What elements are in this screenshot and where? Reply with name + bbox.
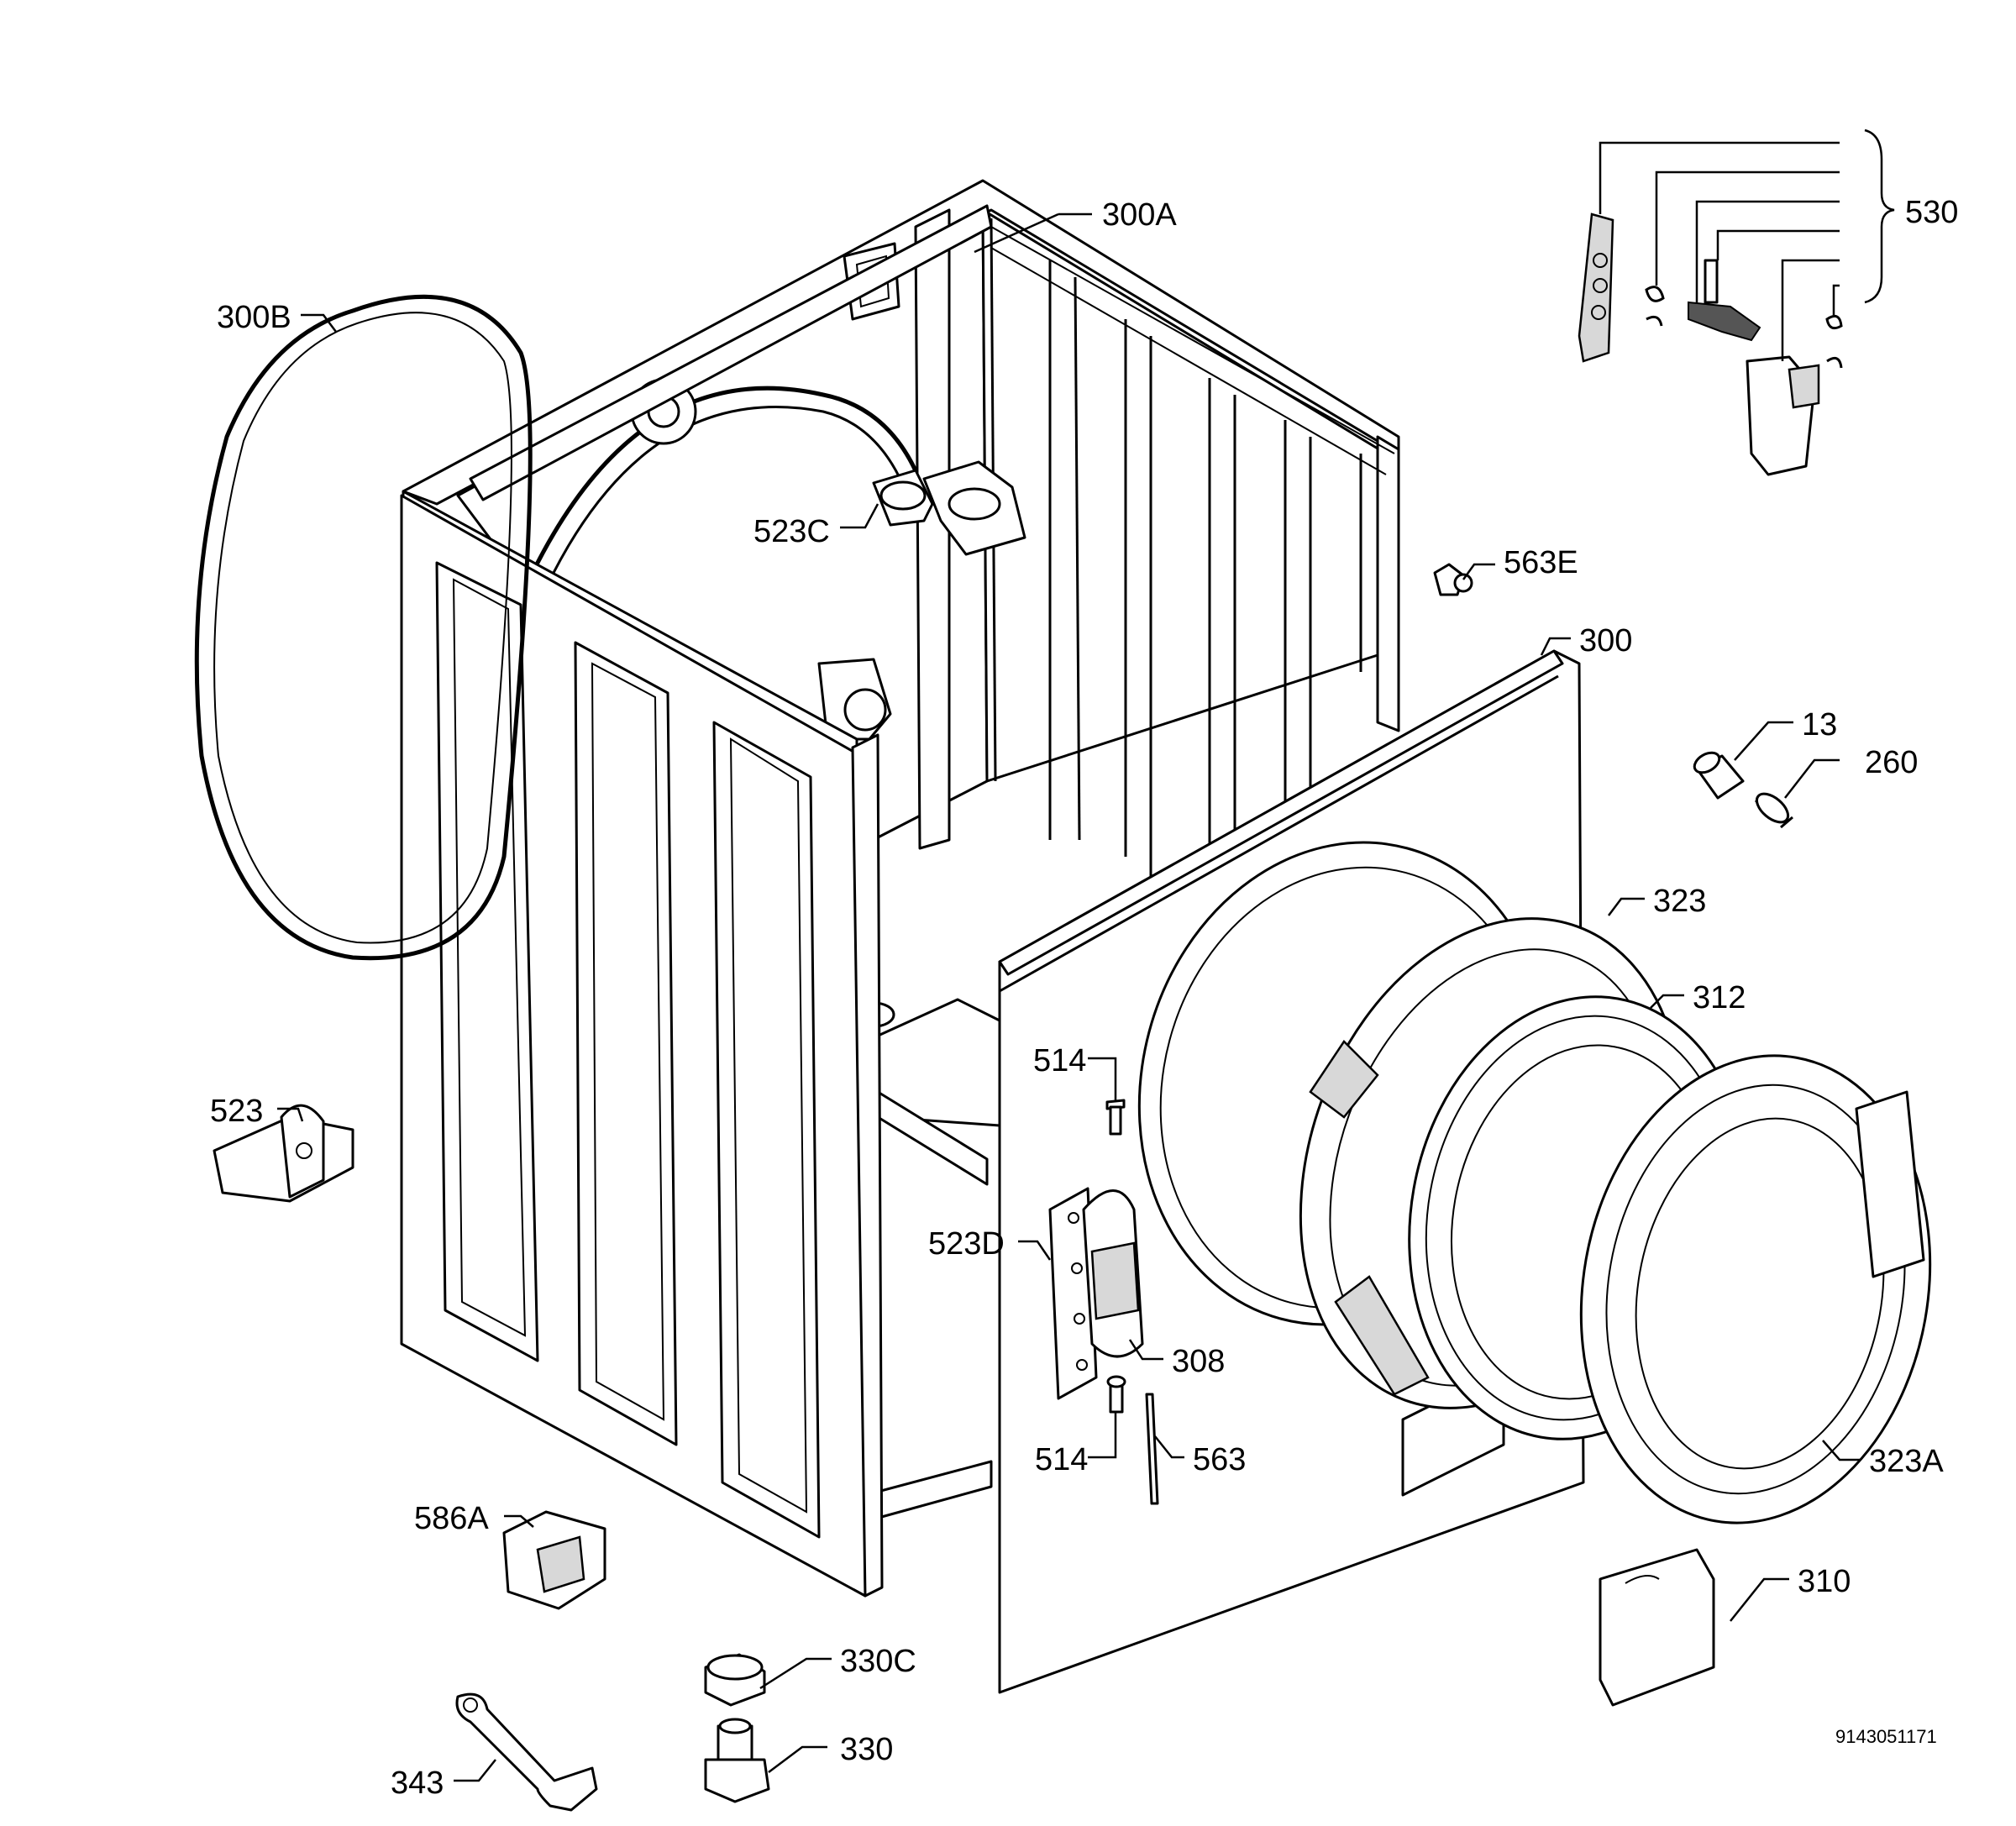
part-labels: 300A 300B 523C 563E 530 300 13 260 323 3…	[210, 195, 1958, 1801]
gasket-300B	[194, 294, 533, 961]
leader-lines	[277, 129, 1895, 1782]
label-523: 523	[210, 1094, 263, 1129]
label-13: 13	[1802, 707, 1837, 742]
label-312: 312	[1693, 980, 1746, 1015]
label-514-bottom: 514	[1035, 1442, 1088, 1477]
latch-set-530	[1578, 213, 1843, 476]
label-514-top: 514	[1033, 1043, 1086, 1078]
label-563E: 563E	[1504, 545, 1578, 580]
label-586A: 586A	[414, 1501, 489, 1536]
bracket-523	[213, 1104, 354, 1203]
pin-514-top	[1105, 1099, 1126, 1136]
cover-310	[1599, 1548, 1715, 1707]
label-323A: 323A	[1869, 1444, 1944, 1479]
spring-260	[1754, 792, 1793, 829]
label-310: 310	[1798, 1564, 1851, 1599]
label-343: 343	[391, 1766, 444, 1801]
label-523C: 523C	[753, 514, 830, 549]
foot-330	[704, 1718, 770, 1803]
cabinet-left-panel	[400, 494, 884, 1598]
part-586A	[502, 1510, 606, 1610]
drawing-code: 9143051171	[1835, 1726, 1937, 1747]
pin-514-bottom	[1106, 1375, 1126, 1414]
hinge-523C	[872, 460, 1026, 556]
nut-330C	[704, 1653, 766, 1707]
hinge-308	[1082, 1189, 1144, 1358]
label-530: 530	[1905, 195, 1958, 230]
label-323: 323	[1653, 884, 1706, 919]
rod-563	[1145, 1393, 1159, 1505]
label-330: 330	[840, 1732, 893, 1767]
label-300A: 300A	[1102, 197, 1177, 233]
label-300B: 300B	[217, 300, 291, 335]
label-260: 260	[1865, 745, 1918, 780]
label-300: 300	[1579, 623, 1632, 659]
wrench-343	[455, 1692, 598, 1812]
label-563: 563	[1193, 1442, 1246, 1477]
connector-563E	[1433, 563, 1473, 596]
label-308: 308	[1172, 1344, 1225, 1379]
label-330C: 330C	[840, 1644, 916, 1679]
bushing-13	[1693, 751, 1745, 800]
outer-door-323A	[1579, 1054, 1932, 1524]
label-523D: 523D	[928, 1226, 1005, 1262]
